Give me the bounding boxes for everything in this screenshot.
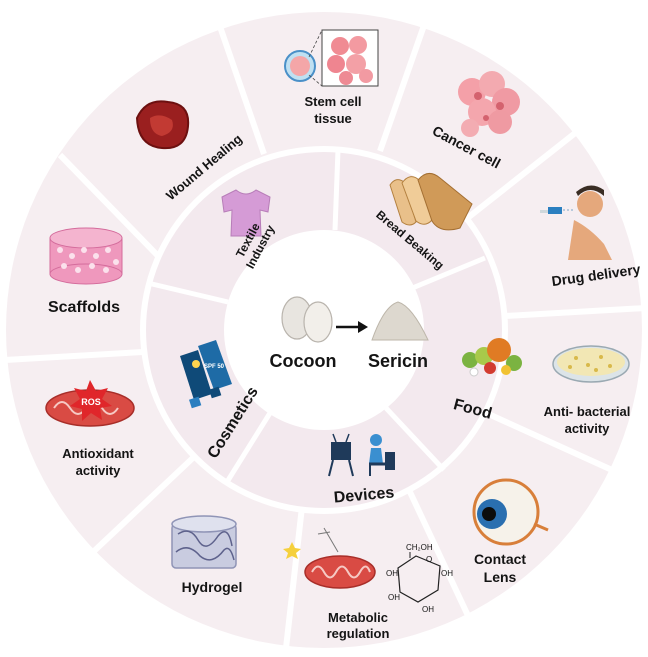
spf-label: SPF 50: [204, 364, 225, 370]
cocoon-icon: [282, 297, 332, 342]
contact-lens-label-line2: Lens: [484, 569, 517, 585]
glucose-oh-2: OH: [386, 569, 398, 578]
contact-lens-label-line1: Contact: [474, 551, 526, 567]
petri-dish-icon: [553, 346, 629, 382]
antibacterial-label-line2: activity: [565, 421, 611, 436]
glucose-oh-4: OH: [422, 605, 434, 614]
wound-icon: [137, 101, 188, 148]
hydrogel-icon: [172, 516, 236, 568]
glucose-oh-1: OH: [441, 569, 453, 578]
antioxidant-label-line1: Antioxidant: [62, 446, 134, 461]
scaffold-icon: [50, 228, 122, 284]
stem-cell-label-line1: Stem cell: [304, 94, 361, 109]
glucose-ring-o: O: [426, 555, 432, 564]
glucose-ch2oh: CH₂OH: [406, 543, 433, 552]
sericin-label: Sericin: [368, 351, 428, 371]
cocoon-label: Cocoon: [270, 351, 337, 371]
metabolic-label-line2: regulation: [327, 626, 390, 641]
metabolic-label-line1: Metabolic: [328, 610, 388, 625]
glucose-oh-3: OH: [388, 593, 400, 602]
scaffolds-label: Scaffolds: [48, 299, 120, 316]
hydrogel-label: Hydrogel: [182, 579, 243, 595]
ros-label: ROS: [81, 397, 101, 407]
antibacterial-label-line1: Anti- bacterial: [544, 404, 631, 419]
stem-cell-label-line2: tissue: [314, 111, 352, 126]
mitochondria-icon: [305, 556, 375, 588]
antioxidant-label-line2: activity: [76, 463, 122, 478]
